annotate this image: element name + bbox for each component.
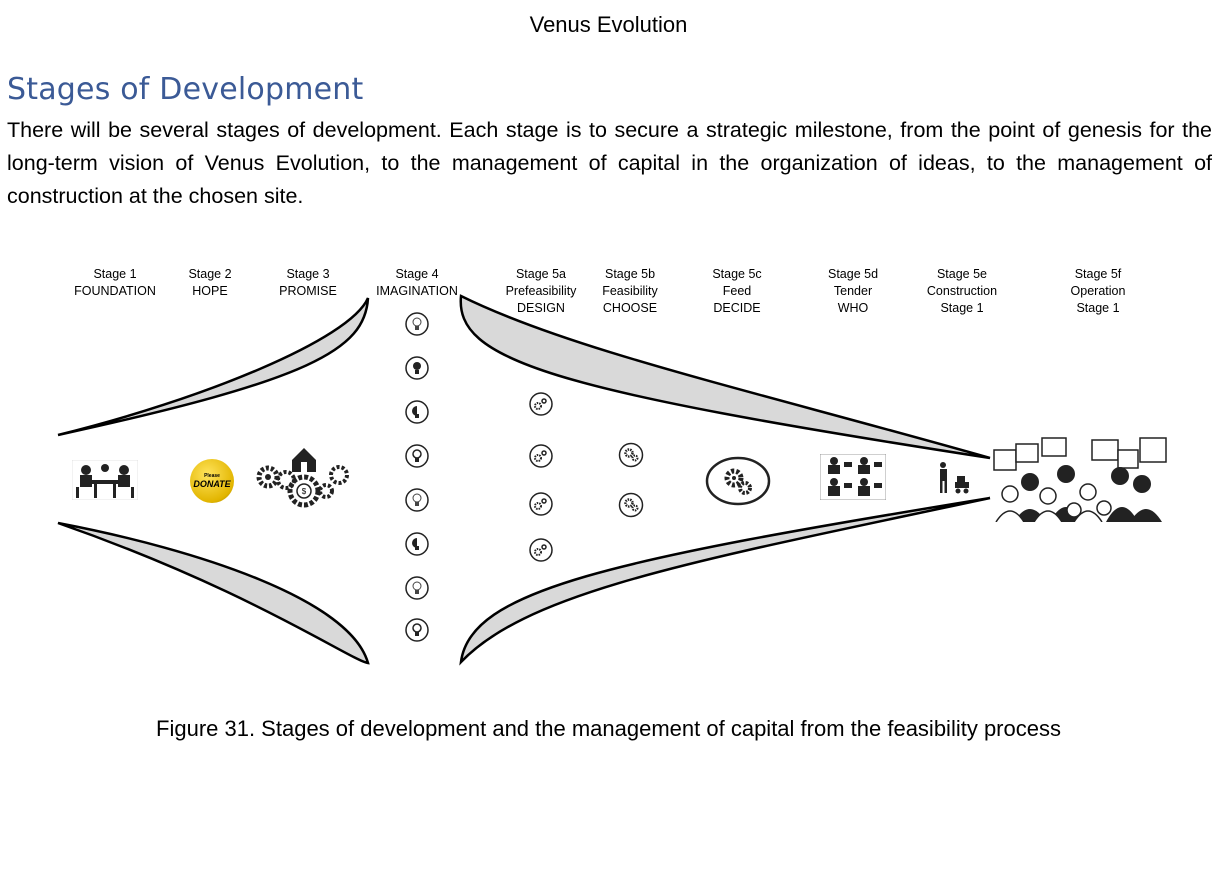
- intro-paragraph: There will be several stages of developm…: [7, 118, 1212, 208]
- lightbulb-icon: [405, 356, 429, 380]
- workers-icon: [820, 454, 886, 500]
- svg-text:$: $: [302, 487, 307, 496]
- lightbulb-icon: [405, 400, 429, 424]
- lightbulb-icon: [405, 532, 429, 556]
- lightbulb-icon: [405, 576, 429, 600]
- gears-icon: [618, 492, 644, 518]
- lightbulb-column: [405, 312, 429, 642]
- lightbulb-icon: [405, 618, 429, 642]
- lightbulb-icon: [405, 488, 429, 512]
- gears-icon: [529, 538, 553, 562]
- gears-icon: [618, 442, 644, 468]
- page-header: Venus Evolution: [529, 12, 688, 37]
- big-gears-icon: [705, 456, 771, 506]
- gears-icon: [529, 492, 553, 516]
- lightbulb-icon: [405, 444, 429, 468]
- gears-house-icon: $: [256, 448, 349, 508]
- meeting-icon: [72, 460, 138, 500]
- lightbulb-icon: [405, 312, 429, 336]
- gears-icon: [529, 444, 553, 468]
- section-title: Stages of Development: [7, 72, 364, 107]
- gears-column-5a: [529, 392, 553, 562]
- gears-icon: [529, 392, 553, 416]
- funnel-left-top: [57, 297, 370, 437]
- funnel-shapes: [57, 294, 991, 666]
- funnel-right-bottom: [459, 496, 991, 666]
- funnel-right-top: [459, 294, 991, 460]
- construction-icon: [940, 462, 969, 494]
- donate-button-icon: Please DONATE: [190, 459, 234, 503]
- funnel-left-bottom: [57, 521, 370, 665]
- gears-column-5b: [618, 442, 644, 518]
- figure-caption: Figure 31. Stages of development and the…: [156, 716, 1061, 741]
- crowd-icon: [993, 437, 1167, 522]
